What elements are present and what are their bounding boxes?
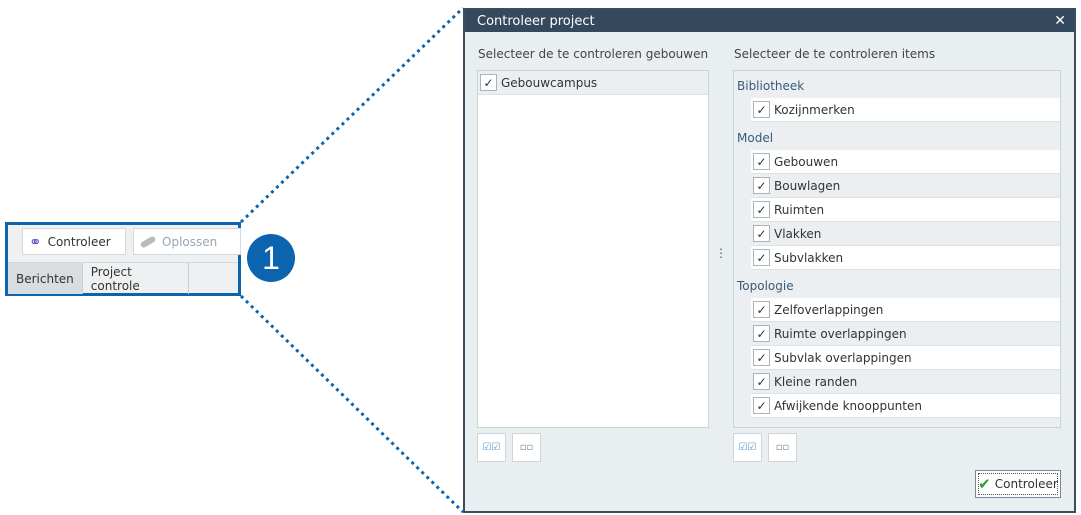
checkbox[interactable]: ✓	[753, 397, 770, 414]
checkbox[interactable]: ✓	[480, 74, 497, 91]
deselect-all-button[interactable]: ▫▫	[512, 433, 541, 462]
dialog-title: Controleer project	[477, 13, 595, 29]
list-item[interactable]: ✓Ruimten	[751, 198, 1060, 222]
list-item[interactable]: ✓Subvlakken	[751, 246, 1060, 270]
select-all-items-button[interactable]: ☑☑	[733, 433, 762, 462]
checkbox[interactable]: ✓	[753, 101, 770, 118]
list-item[interactable]: ✓Bouwlagen	[751, 174, 1060, 198]
toolbar-callout: ⚭ Controleer Oplossen Berichten Project …	[5, 222, 241, 296]
eraser-icon	[139, 234, 157, 249]
list-item[interactable]: ✓Vlakken	[751, 222, 1060, 246]
list-item[interactable]: ✓Gebouwen	[751, 150, 1060, 174]
list-item[interactable]: ✓Subvlak overlappingen	[751, 346, 1060, 370]
building-row[interactable]: ✓ Gebouwcampus	[478, 71, 708, 95]
controleer-ok-button[interactable]: ✔ Controleer	[975, 470, 1061, 498]
resolve-button[interactable]: Oplossen	[133, 228, 241, 255]
items-label: Selecteer de te controleren items	[734, 47, 936, 61]
checkbox[interactable]: ✓	[753, 325, 770, 342]
checkbox[interactable]: ✓	[753, 249, 770, 266]
group-header: Topologie	[734, 274, 1060, 298]
check-all-icon: ☑☑	[738, 442, 757, 453]
list-item[interactable]: ✓Kleine randen	[751, 370, 1060, 394]
select-all-button[interactable]: ☑☑	[477, 433, 506, 462]
group-header: Bibliotheek	[734, 74, 1060, 98]
check-all-icon: ☑☑	[482, 442, 501, 453]
check-project-dialog: Controleer project ✕ Selecteer de te con…	[463, 8, 1076, 513]
check-button[interactable]: ⚭ Controleer	[22, 228, 126, 255]
green-check-icon: ✔	[978, 475, 991, 493]
splitter-handle[interactable]: ⋮	[715, 246, 727, 260]
callout-number-badge: 1	[247, 234, 295, 282]
deselect-all-items-button[interactable]: ▫▫	[768, 433, 797, 462]
tab-project-controle[interactable]: Project controle	[83, 263, 189, 294]
list-item[interactable]: ✓Zelfoverlappingen	[751, 298, 1060, 322]
list-item[interactable]: ✓Ruimte overlappingen	[751, 322, 1060, 346]
buildings-list: ✓ Gebouwcampus	[477, 70, 709, 428]
uncheck-all-icon: ▫▫	[775, 442, 790, 453]
list-item[interactable]: ✓Kozijnmerken	[751, 98, 1060, 122]
checkbox[interactable]: ✓	[753, 349, 770, 366]
list-item[interactable]: ✓Afwijkende knooppunten	[751, 394, 1060, 418]
checkbox[interactable]: ✓	[753, 373, 770, 390]
checkbox[interactable]: ✓	[753, 301, 770, 318]
checkbox[interactable]: ✓	[753, 225, 770, 242]
checkbox[interactable]: ✓	[753, 177, 770, 194]
checkbox[interactable]: ✓	[753, 153, 770, 170]
tab-berichten[interactable]: Berichten	[8, 263, 83, 294]
uncheck-all-icon: ▫▫	[519, 442, 534, 453]
close-icon[interactable]: ✕	[1054, 13, 1066, 29]
chain-link-icon: ⚭	[29, 232, 42, 251]
checkbox[interactable]: ✓	[753, 201, 770, 218]
group-header: Model	[734, 126, 1060, 150]
buildings-label: Selecteer de te controleren gebouwen	[478, 47, 709, 61]
dialog-title-bar: Controleer project ✕	[465, 10, 1074, 32]
